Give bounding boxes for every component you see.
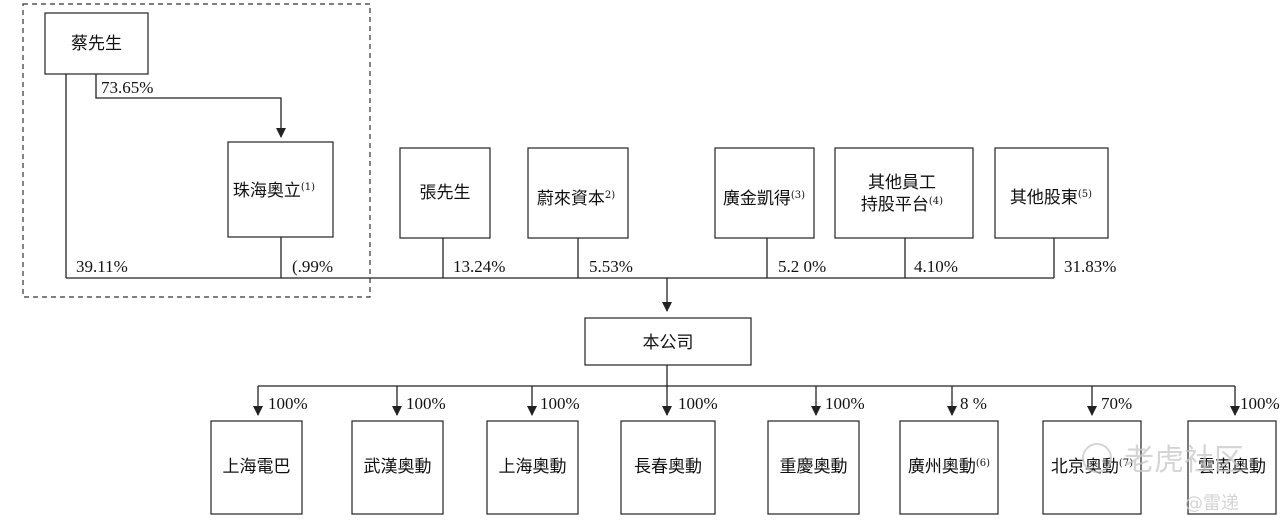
- footnote-mark: (7): [1119, 458, 1133, 469]
- stake-label: 5.53%: [589, 257, 633, 276]
- shareholder-name: 蔚來資本: [537, 189, 605, 209]
- subsidiary-label: 長春奧動: [634, 457, 702, 477]
- subsidiary-name: 武漢奧動: [364, 457, 432, 477]
- watermark-logo-icon: [1082, 443, 1112, 473]
- subsidiary-name: 雲南奧動: [1198, 457, 1266, 477]
- subsidiary-label: 雲南奧動: [1198, 457, 1266, 477]
- shareholder-box-cai: 蔡先生: [44, 12, 149, 75]
- shareholder-name: 張先生: [420, 183, 471, 203]
- controlling-group-boundary: [22, 3, 371, 298]
- subsidiary-label: 上海奧動: [499, 457, 567, 477]
- stake-label: 39.11%: [76, 257, 128, 276]
- shareholder-label: 廣金凱得(3): [723, 189, 805, 209]
- subsidiary-name: 上海電巴: [223, 457, 291, 477]
- watermark-text: 老虎社区: [1124, 443, 1244, 478]
- shareholder-name: 蔡先生: [71, 34, 122, 54]
- stake-label: (.99%: [292, 257, 333, 276]
- shareholder-box-weilai: 蔚來資本2): [527, 147, 629, 239]
- watermark-handle: @雷递: [1185, 493, 1239, 514]
- connector-cai-zhuhai: [95, 74, 286, 138]
- shareholder-box-zhuhai: 珠海奧立(1): [227, 141, 334, 238]
- shareholder-box-others: 其他股東(5): [994, 147, 1109, 239]
- watermark: 老虎社区 @雷递: [1082, 443, 1244, 514]
- subsidiary-yunnan: 100% 雲南奧動: [1187, 386, 1280, 515]
- stake-label: 5.2 0%: [778, 257, 826, 276]
- shareholder-label: 珠海奧立(1): [233, 181, 315, 201]
- shareholder-label: 持股平台(4): [861, 195, 943, 215]
- subsidiary-chongqing: 100% 重慶奧動: [767, 386, 865, 515]
- footnote-mark: 2): [605, 190, 615, 201]
- stake-label: 100%: [268, 394, 308, 413]
- subsidiary-wuhan: 100% 武漢奧動: [351, 386, 446, 515]
- stake-label: 31.83%: [1064, 257, 1116, 276]
- shareholder-name: 珠海奧立: [233, 181, 301, 201]
- subsidiary-shanghai-dianba: 100% 上海電巴: [210, 386, 308, 515]
- footnote-mark: (5): [1078, 189, 1092, 200]
- company-name: 本公司: [643, 333, 694, 353]
- subsidiary-name: 長春奧動: [634, 457, 702, 477]
- shareholder-box-esop: 其他員工 持股平台(4): [834, 147, 974, 239]
- subsidiary-label: 武漢奧動: [364, 457, 432, 477]
- footnote-mark: (3): [791, 190, 805, 201]
- subsidiary-name: 廣州奧動: [908, 457, 976, 477]
- stake-label: 4.10%: [914, 257, 958, 276]
- subsidiary-guangzhou: 8 % 廣州奧動(6): [899, 386, 999, 515]
- shareholder-label: 蔚來資本2): [537, 189, 615, 209]
- shareholder-label: 其他股東(5): [1010, 188, 1092, 208]
- footnote-mark: (6): [976, 458, 990, 469]
- stake-label: 73.65%: [101, 78, 153, 97]
- subsidiary-label: 重慶奧動: [780, 457, 848, 477]
- subsidiary-label: 上海電巴: [223, 457, 291, 477]
- stake-label: 70%: [1101, 394, 1132, 413]
- stake-label: 100%: [1240, 394, 1280, 413]
- subsidiary-label: 廣州奧動(6): [908, 457, 990, 477]
- stake-label: 100%: [540, 394, 580, 413]
- stake-label: 100%: [678, 394, 718, 413]
- footnote-mark: (1): [301, 182, 315, 193]
- stake-label: 13.24%: [453, 257, 505, 276]
- company-box: 本公司: [584, 317, 752, 366]
- shareholder-box-guangjin: 廣金凱得(3): [714, 147, 815, 239]
- shareholder-name-line1: 其他員工: [868, 173, 936, 193]
- shareholder-name-line2: 持股平台: [861, 195, 929, 215]
- subsidiary-name: 上海奧動: [499, 457, 567, 477]
- shareholder-name: 廣金凱得: [723, 189, 791, 209]
- subsidiary-name: 重慶奧動: [780, 457, 848, 477]
- footnote-mark: (4): [929, 196, 943, 207]
- subsidiary-changchun: 100% 長春奧動: [620, 386, 718, 515]
- subsidiary-shanghai: 100% 上海奧動: [486, 386, 580, 515]
- stake-label: 100%: [825, 394, 865, 413]
- stake-label: 100%: [406, 394, 446, 413]
- shareholder-box-zhang: 張先生: [399, 147, 491, 239]
- stake-label: 8 %: [960, 394, 987, 413]
- shareholder-name: 其他股東: [1010, 188, 1078, 208]
